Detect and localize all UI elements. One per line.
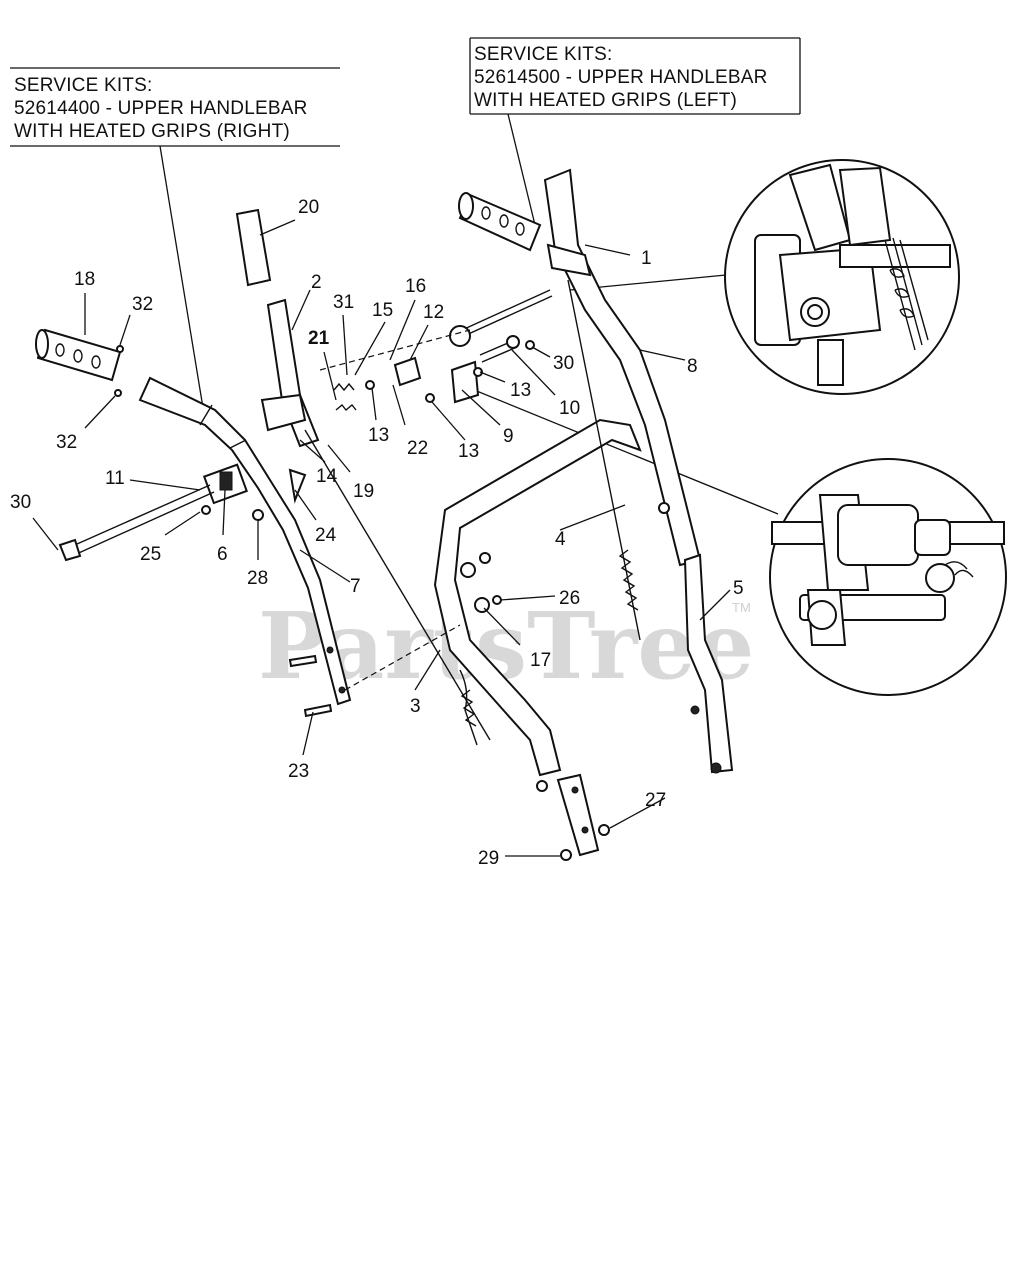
callout-17: 17 bbox=[530, 650, 551, 671]
spacer bbox=[288, 468, 307, 504]
cross-handlebar bbox=[433, 418, 642, 857]
heated-grip-right bbox=[35, 328, 122, 382]
detail-view-lower bbox=[769, 458, 1007, 696]
callout-19: 19 bbox=[353, 481, 374, 502]
callout-14: 14 bbox=[316, 466, 338, 487]
watermark-trademark: TM bbox=[732, 600, 751, 615]
callout-15: 15 bbox=[372, 300, 393, 321]
cable-left bbox=[567, 279, 641, 641]
callout-5: 5 bbox=[733, 578, 744, 599]
callout-30-b: 30 bbox=[553, 353, 574, 374]
callout-8: 8 bbox=[687, 356, 698, 377]
callout-12: 12 bbox=[423, 302, 444, 323]
cable-right bbox=[304, 429, 491, 741]
control-rod bbox=[67, 484, 215, 557]
callout-20: 20 bbox=[298, 197, 319, 218]
callout-10: 10 bbox=[559, 398, 580, 419]
shaft bbox=[461, 289, 553, 337]
callout-18: 18 bbox=[74, 269, 95, 290]
callout-3: 3 bbox=[410, 696, 421, 717]
detail-view-upper bbox=[724, 159, 960, 395]
callout-24: 24 bbox=[315, 525, 337, 546]
callout-30-a: 30 bbox=[10, 492, 31, 513]
callout-23: 23 bbox=[288, 761, 309, 782]
service-kit-right: SERVICE KITS: 52614400 - UPPER HANDLEBAR… bbox=[10, 67, 340, 421]
callout-32-a: 32 bbox=[132, 294, 153, 315]
callout-13-b: 13 bbox=[368, 425, 389, 446]
callout-29: 29 bbox=[478, 848, 499, 869]
lower-left-handlebar bbox=[683, 553, 734, 774]
callout-25: 25 bbox=[140, 544, 161, 565]
service-kit-right-line1: 52614400 - UPPER HANDLEBAR bbox=[14, 98, 308, 119]
callout-9: 9 bbox=[503, 426, 514, 447]
service-kit-left-heading: SERVICE KITS: bbox=[474, 44, 612, 65]
callout-13-a: 13 bbox=[510, 380, 531, 401]
control-box bbox=[202, 463, 248, 505]
callout-4: 4 bbox=[555, 529, 566, 550]
callout-22: 22 bbox=[407, 438, 428, 459]
callout-13-c: 13 bbox=[458, 441, 479, 462]
service-kit-right-heading: SERVICE KITS: bbox=[14, 75, 152, 96]
callout-32-b: 32 bbox=[56, 432, 77, 453]
service-kit-left-line1: 52614500 - UPPER HANDLEBAR bbox=[474, 67, 768, 88]
callout-2: 2 bbox=[311, 272, 322, 293]
service-kit-left: SERVICE KITS: 52614500 - UPPER HANDLEBAR… bbox=[469, 37, 801, 226]
callout-leaders bbox=[32, 219, 731, 857]
callout-6: 6 bbox=[217, 544, 228, 565]
callout-26: 26 bbox=[559, 588, 580, 609]
callout-11: 11 bbox=[105, 468, 125, 489]
upper-right-handlebar bbox=[138, 376, 352, 706]
callout-1: 1 bbox=[641, 248, 652, 269]
grip-cover bbox=[235, 208, 272, 287]
service-kit-right-line2: WITH HEATED GRIPS (RIGHT) bbox=[14, 121, 290, 142]
callout-28: 28 bbox=[247, 568, 268, 589]
service-kit-left-line2: WITH HEATED GRIPS (LEFT) bbox=[474, 90, 737, 111]
callout-7: 7 bbox=[350, 576, 361, 597]
callout-16: 16 bbox=[405, 276, 426, 297]
callout-31: 31 bbox=[333, 292, 354, 313]
callout-21: 21 bbox=[308, 328, 330, 349]
callout-27: 27 bbox=[645, 790, 666, 811]
